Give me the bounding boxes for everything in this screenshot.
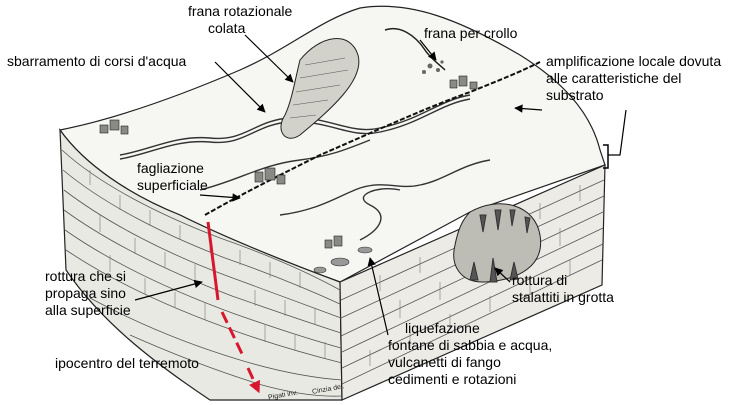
label-liquefazione-2: fontane di sabbia e acqua, bbox=[388, 337, 553, 353]
surface-fault-scarp bbox=[204, 61, 541, 216]
block-right-face bbox=[339, 164, 606, 401]
leader-arrows bbox=[134, 34, 627, 336]
label-fagliazione-1: fagliazione bbox=[137, 160, 204, 176]
label-frana-crollo: frana per crollo bbox=[424, 25, 518, 41]
label-frana-rotazionale-2: colata bbox=[208, 20, 246, 36]
village-clusters bbox=[99, 75, 478, 249]
label-rottura-superficie-1: rottura che si bbox=[45, 268, 126, 284]
rockfall-cliff bbox=[384, 28, 446, 71]
label-liquefazione-4: cedimenti e rotazioni bbox=[388, 371, 517, 387]
label-rottura-superficie-2: propaga sino bbox=[45, 285, 126, 301]
label-liquefazione-3: vulcanetti di fango bbox=[388, 354, 501, 370]
fault-rupture-line bbox=[206, 221, 220, 301]
label-amplificazione-1: amplificazione locale dovuta bbox=[546, 53, 722, 69]
label-fagliazione-2: superficiale bbox=[137, 177, 208, 193]
landslide-hatching bbox=[289, 57, 349, 119]
label-rottura-superficie-3: alla superficie bbox=[45, 302, 131, 318]
label-stalattiti-2: stalattiti in grotta bbox=[512, 289, 614, 305]
label-amplificazione-2: alle caratteristiche del bbox=[546, 70, 682, 86]
label-frana-rotazionale-1: frana rotazionale bbox=[188, 3, 293, 19]
rockfall-debris bbox=[422, 60, 444, 74]
label-sbarramento: sbarramento di corsi d'acqua bbox=[7, 53, 187, 69]
label-stalattiti-1: rottura di bbox=[512, 272, 568, 288]
label-ipocentro: ipocentro del terremoto bbox=[55, 355, 199, 371]
amplification-bracket bbox=[603, 144, 609, 169]
label-liquefazione-1: liquefazione bbox=[405, 320, 480, 336]
label-amplificazione-3: substrato bbox=[546, 87, 604, 103]
fault-rupture-dashed bbox=[220, 311, 258, 390]
sand-volcanoes bbox=[313, 246, 373, 274]
